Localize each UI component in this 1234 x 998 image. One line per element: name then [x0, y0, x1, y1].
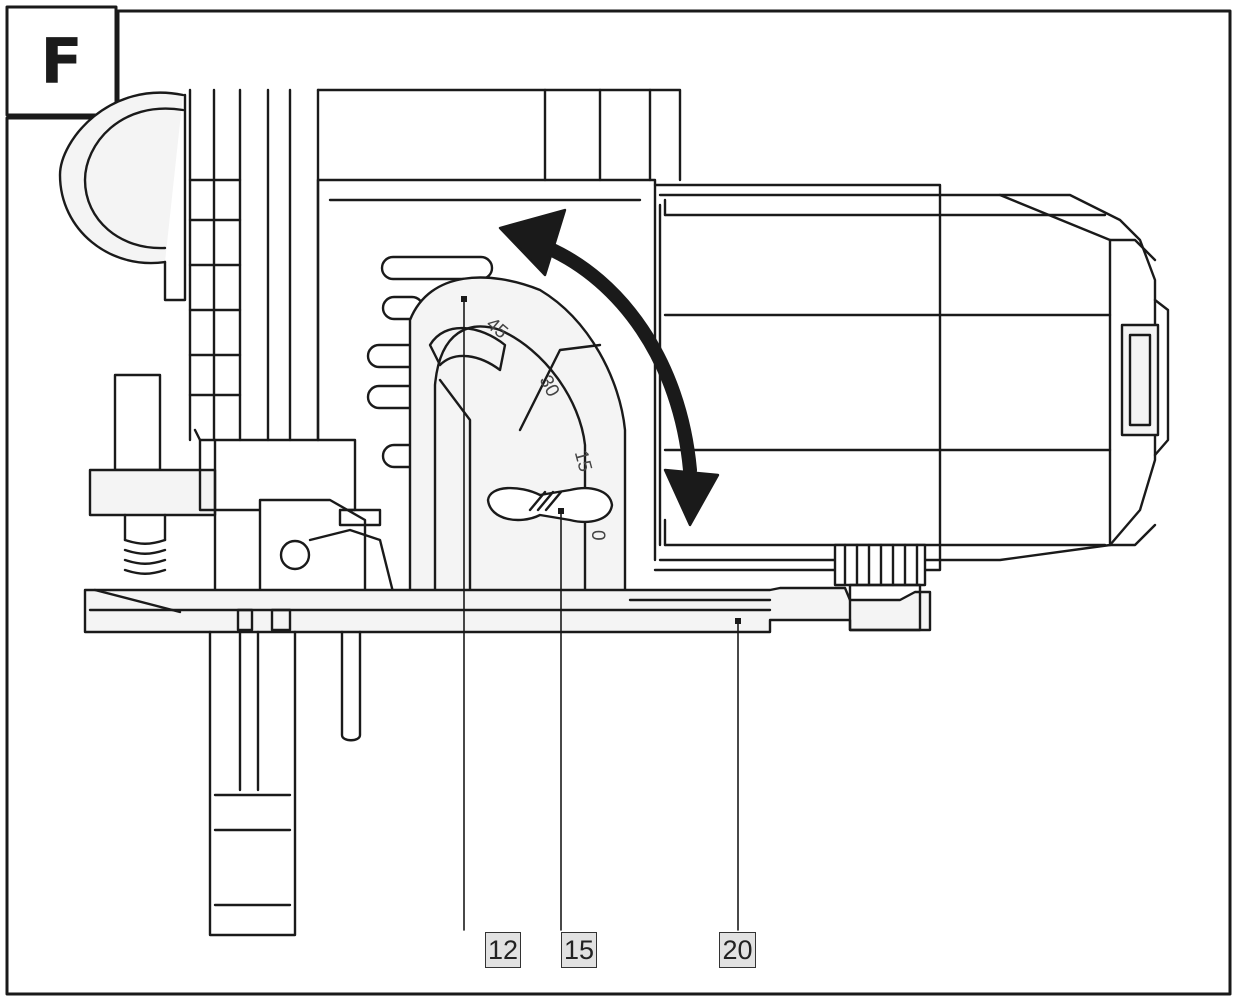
blade-guard — [58, 91, 187, 302]
double-headed-curved-arrow — [498, 208, 720, 527]
bevel-locking-knob-icon[interactable] — [486, 486, 614, 524]
blade-housing — [188, 88, 320, 442]
left-clamp-mechanism — [88, 373, 397, 602]
callout-20: 20 — [719, 932, 756, 968]
callout-12: 12 — [485, 932, 521, 968]
saw-blade-lower — [208, 608, 362, 937]
motor-housing-upper — [316, 88, 682, 562]
base-plate — [83, 586, 932, 634]
bevel-scale-bracket — [408, 276, 627, 602]
callout-15: 15 — [561, 932, 597, 968]
scale-mark-0: 0 — [587, 530, 608, 541]
depth-adjust-knob-icon[interactable] — [833, 543, 927, 632]
leader-lines — [463, 299, 739, 931]
label-box — [5, 5, 118, 117]
figure-label: F — [40, 24, 83, 98]
motor-body — [653, 183, 1170, 572]
leader-dots — [461, 296, 741, 624]
